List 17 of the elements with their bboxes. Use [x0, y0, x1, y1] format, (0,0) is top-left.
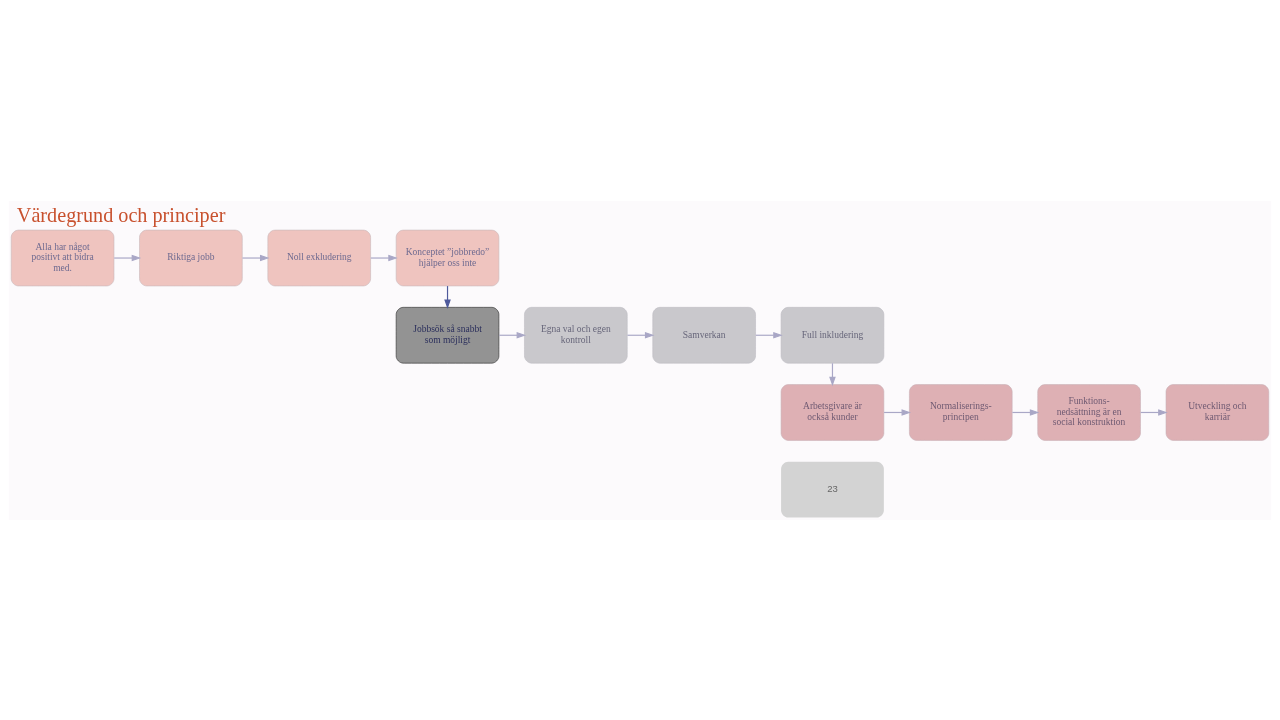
node-box: Egna val och egen kontroll [524, 306, 628, 363]
node-box: Normaliserings- principen [909, 383, 1013, 441]
node-box: Full inkludering [780, 306, 885, 363]
node-box: Samverkan [652, 306, 756, 363]
diagram-title: Värdegrund och principer [16, 203, 226, 226]
node-box: Jobbsök så snabbt som möjligt [395, 306, 500, 363]
node-box: Arbetsgivare är också kunder [780, 383, 885, 441]
arrow [370, 254, 398, 261]
node-box: Alla har något positivt att bidra med. [10, 229, 115, 286]
arrow [241, 254, 270, 261]
node-box: Funktions- nedsättning är en social konstruktion [1037, 383, 1141, 441]
arrow [113, 254, 142, 261]
node-box: Noll exkludering [267, 229, 371, 286]
node-box: Riktiga jobb [139, 229, 243, 286]
node-box: Utveckling och karriär [1165, 383, 1270, 441]
node-box: Konceptet ”jobbredo” hjälper oss inte [395, 229, 500, 286]
label: 23 [827, 482, 838, 494]
